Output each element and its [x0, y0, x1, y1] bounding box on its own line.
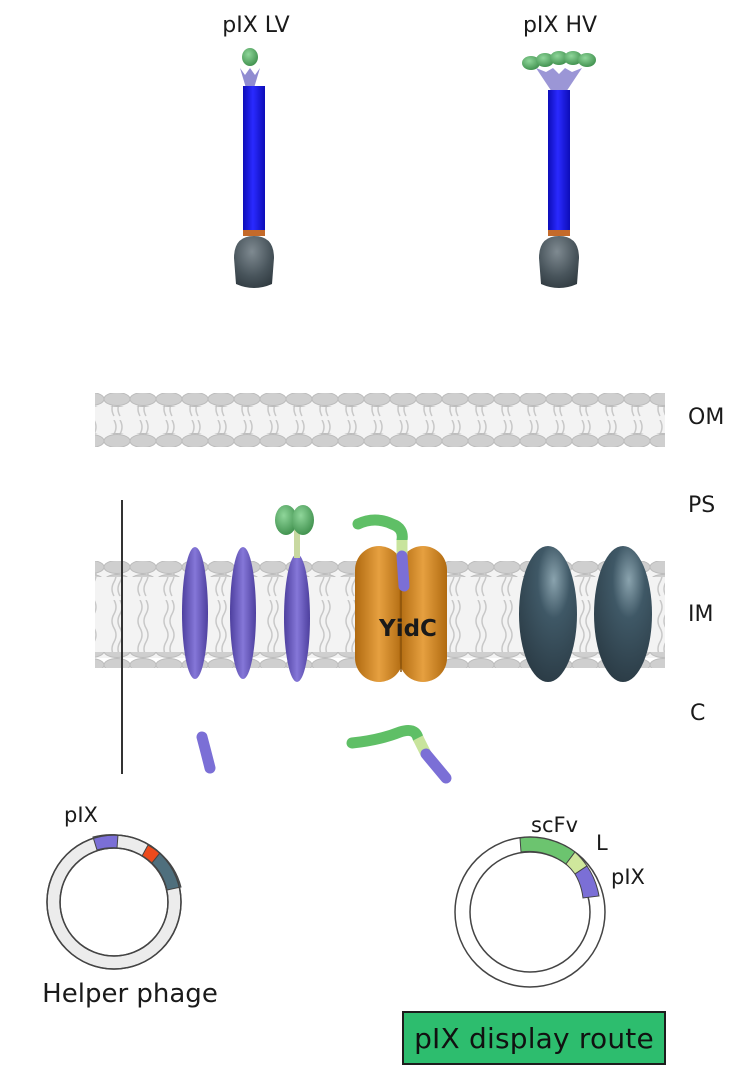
phage-body: [548, 90, 570, 232]
scfv-cluster: [522, 51, 596, 70]
scfv-domain: [242, 48, 258, 66]
phage-lv-label: pIX LV: [222, 13, 289, 38]
yidc-label: YidC: [378, 616, 437, 642]
phage-protein-membrane: [594, 546, 652, 682]
helper-pix-label: pIX: [64, 803, 98, 827]
phage-protein-membrane: [519, 546, 577, 682]
pix-membrane-protein: [182, 547, 208, 679]
phage-tip: [243, 230, 265, 236]
pix-membrane-protein: [230, 547, 256, 679]
helper-gene-slate: [151, 852, 182, 891]
phage-base: [539, 236, 579, 288]
scfv-chain: [352, 514, 408, 546]
phage-low-valence: pIX LV: [222, 13, 290, 288]
display-pix-label: pIX: [611, 865, 645, 889]
scfv-domain: [292, 505, 314, 535]
pix-fusion-protein: [284, 554, 310, 682]
scfv-chain-cytoplasm: [346, 725, 424, 749]
phage-body: [243, 86, 265, 232]
scfv-domain: [275, 505, 297, 535]
label-im: IM: [688, 602, 713, 627]
pix-chain: [396, 550, 410, 592]
pix-gene: [574, 865, 600, 899]
pix-display-route-box: pIX display route: [402, 1011, 666, 1065]
phage-hv-label: pIX HV: [523, 13, 597, 38]
phage-high-valence: pIX HV: [522, 13, 597, 288]
display-plasmid: [454, 836, 606, 988]
helper-phage-caption: Helper phage: [42, 979, 218, 1009]
label-c: C: [690, 701, 705, 726]
outer-membrane: [95, 393, 665, 447]
helper-phage-plasmid: [46, 834, 182, 970]
linker-label: L: [596, 831, 608, 855]
yidc-insertase: YidC: [355, 546, 447, 682]
pix-fan: [536, 68, 582, 92]
label-om: OM: [688, 405, 724, 430]
phage-tip: [548, 230, 570, 236]
pix-chain-cytoplasm: [420, 748, 452, 784]
linker-segment: [294, 530, 300, 558]
pix-chain-cytoplasm: [196, 731, 216, 774]
pix-fan: [240, 68, 260, 88]
phage-base: [234, 236, 274, 288]
scfv-label: scFv: [531, 813, 578, 837]
label-ps: PS: [688, 493, 715, 518]
